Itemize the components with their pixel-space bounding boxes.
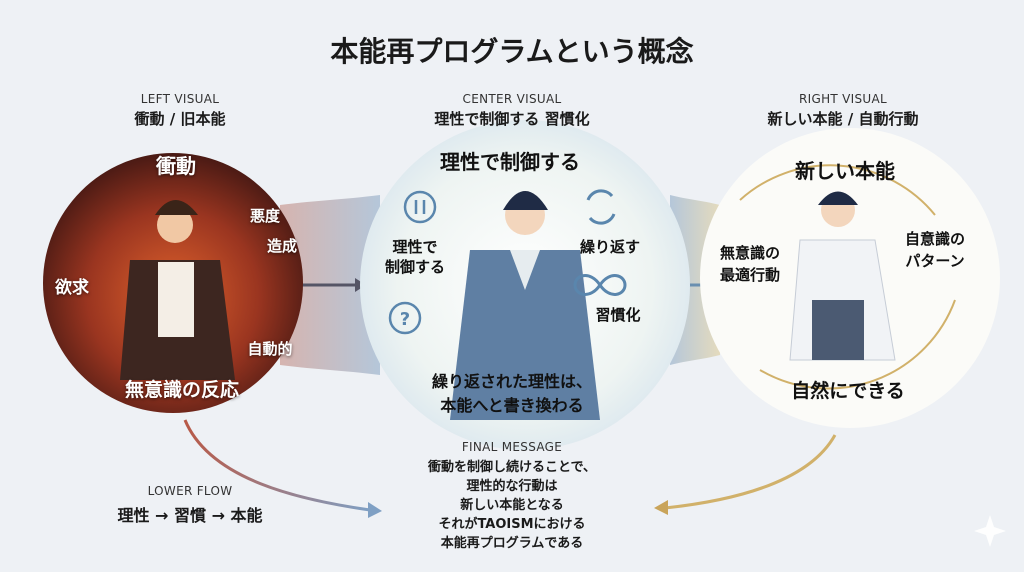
pause-icon <box>403 190 437 224</box>
impulsive-man-figure <box>120 200 235 380</box>
svg-text:?: ? <box>400 309 410 330</box>
final-line: 衝動を制御し続けることで、 <box>427 460 597 475</box>
right-right-2: パターン <box>905 252 965 270</box>
label-desire: 欲求 <box>55 278 89 298</box>
final-caption: FINAL MESSAGE <box>461 440 563 454</box>
final-line: 新しい本能となる <box>460 498 564 513</box>
lower-flow-arrow <box>183 419 371 512</box>
infinity-loop-icon <box>573 274 627 296</box>
label-automatic: 自動的 <box>247 340 293 358</box>
right-caption: RIGHT VISUAL <box>799 92 887 106</box>
left-subtitle: 衝動 / 旧本能 <box>134 110 226 128</box>
right-left-2: 最適行動 <box>719 266 781 284</box>
right-return-arrow <box>664 434 837 510</box>
calm-man-figure <box>450 191 600 420</box>
final-line: 本能再プログラムである <box>440 536 584 551</box>
right-heading: 新しい本能 <box>795 159 895 183</box>
center-heading: 理性で制御する <box>440 150 580 174</box>
final-line: それがTAOISMにおける <box>438 517 586 532</box>
label-zousei: 造成 <box>266 237 298 255</box>
center-caption: CENTER VISUAL <box>462 92 562 106</box>
label-unconscious-reaction: 無意識の反応 <box>124 379 240 401</box>
sparkle-icon <box>974 515 1006 547</box>
question-icon: ? <box>388 301 422 335</box>
center-right-label-1: 繰り返す <box>579 238 641 256</box>
page-title: 本能再プログラムという概念 <box>330 35 694 68</box>
label-akudo: 悪度 <box>249 207 281 225</box>
lower-flow-text: 理性 → 習慣 → 本能 <box>117 506 263 525</box>
right-bottom: 自然にできる <box>791 380 905 402</box>
right-right-1: 自意識の <box>904 230 966 248</box>
center-right-label-2: 習慣化 <box>595 306 641 324</box>
center-left-label-1: 理性で <box>392 238 438 256</box>
center-subtitle: 理性で制御する 習慣化 <box>434 110 590 128</box>
left-caption: LEFT VISUAL <box>140 92 220 106</box>
center-bottom-1: 繰り返された理性は、 <box>431 372 593 391</box>
center-bottom-2: 本能へと書き換わる <box>440 396 584 415</box>
center-left-label-2: 制御する <box>384 258 446 276</box>
label-impulse: 衝動 <box>156 154 196 178</box>
martial-man-figure <box>789 191 896 361</box>
lower-flow-caption: LOWER FLOW <box>147 484 233 498</box>
right-subtitle: 新しい本能 / 自動行動 <box>767 110 919 128</box>
refresh-icon <box>586 189 616 225</box>
final-message: 衝動を制御し続けることで、 理性的な行動は 新しい本能となる それがTAOISM… <box>428 458 596 553</box>
right-left-1: 無意識の <box>719 244 781 262</box>
final-line: 理性的な行動は <box>466 479 558 494</box>
